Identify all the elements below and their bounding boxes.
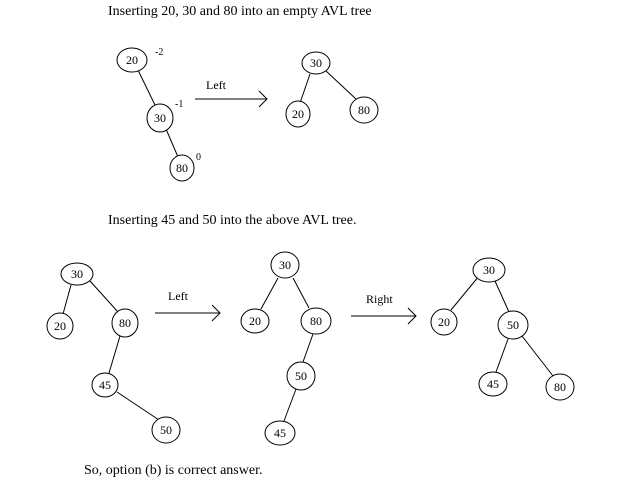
node-80-label: 80 bbox=[119, 316, 131, 330]
edge-30-20 bbox=[62, 284, 72, 315]
node-50-label: 50 bbox=[507, 318, 519, 332]
balance-factor-80: 0 bbox=[196, 152, 201, 163]
node-20-label: 20 bbox=[249, 314, 261, 328]
edge-80-50 bbox=[302, 333, 314, 363]
node-30-label: 30 bbox=[310, 56, 322, 70]
node-30 bbox=[146, 103, 174, 133]
balance-factor-30: -1 bbox=[175, 99, 183, 110]
edge-80-45 bbox=[108, 335, 121, 374]
node-50 bbox=[497, 310, 529, 340]
node-80-label: 80 bbox=[554, 380, 566, 394]
edge-30-80 bbox=[165, 128, 179, 158]
node-30-label: 30 bbox=[483, 263, 495, 277]
edge-30-80 bbox=[89, 280, 119, 313]
node-45-label: 45 bbox=[99, 378, 111, 392]
caption-insert-45-50: Inserting 45 and 50 into the above AVL t… bbox=[108, 213, 357, 228]
node-80 bbox=[349, 96, 379, 124]
node-20-label: 20 bbox=[292, 107, 304, 121]
edge-20-30 bbox=[136, 67, 156, 106]
rotation-arrow-1: Left bbox=[195, 78, 268, 108]
node-20-label: 20 bbox=[126, 53, 138, 67]
node-80-label: 80 bbox=[358, 103, 370, 117]
edge-50-45 bbox=[283, 388, 297, 422]
rotation-arrow-2: Left bbox=[155, 289, 221, 322]
rotation-label-right: Right bbox=[366, 292, 393, 306]
node-30-label: 30 bbox=[154, 111, 166, 125]
edge-30-20 bbox=[450, 275, 480, 311]
tree-4: 30 20 80 50 45 bbox=[240, 251, 332, 446]
node-80 bbox=[111, 308, 139, 338]
edge-50-45 bbox=[495, 338, 509, 373]
node-50-label: 50 bbox=[295, 369, 307, 383]
node-45 bbox=[478, 371, 508, 397]
rotation-label-left-1: Left bbox=[206, 78, 227, 92]
node-80-label: 80 bbox=[176, 161, 188, 175]
node-45 bbox=[91, 372, 119, 398]
rotation-arrow-3: Right bbox=[351, 292, 417, 325]
edge-30-80 bbox=[292, 277, 310, 309]
node-20 bbox=[430, 308, 458, 336]
edge-30-80 bbox=[325, 70, 357, 100]
node-45 bbox=[264, 420, 296, 446]
node-50 bbox=[151, 416, 181, 444]
node-80 bbox=[300, 307, 332, 335]
edge-30-50 bbox=[494, 280, 510, 313]
node-30 bbox=[301, 51, 331, 75]
node-20-label: 20 bbox=[54, 319, 66, 333]
node-80 bbox=[169, 154, 195, 182]
node-20 bbox=[285, 100, 311, 128]
node-20-label: 20 bbox=[438, 315, 450, 329]
node-30 bbox=[472, 257, 506, 283]
node-50-label: 50 bbox=[160, 423, 172, 437]
node-30 bbox=[60, 262, 94, 286]
tree-5: 30 20 50 45 80 bbox=[430, 257, 575, 401]
edge-50-80 bbox=[521, 335, 554, 377]
node-30-label: 30 bbox=[71, 267, 83, 281]
node-80-label: 80 bbox=[310, 314, 322, 328]
edge-30-20 bbox=[260, 277, 279, 310]
node-20 bbox=[240, 308, 270, 334]
caption-conclusion: So, option (b) is correct answer. bbox=[84, 463, 263, 478]
tree-1: 20 30 80 -2 -1 0 bbox=[116, 47, 201, 182]
edge-30-20 bbox=[299, 73, 311, 104]
node-30-label: 30 bbox=[279, 258, 291, 272]
tree-3: 30 20 80 45 50 bbox=[46, 262, 181, 444]
balance-factor-20: -2 bbox=[155, 47, 163, 58]
rotation-label-left-2: Left bbox=[168, 289, 189, 303]
node-30 bbox=[270, 251, 300, 279]
node-45-label: 45 bbox=[487, 377, 499, 391]
caption-insert-20-30-80: Inserting 20, 30 and 80 into an empty AV… bbox=[108, 4, 372, 19]
node-45-label: 45 bbox=[274, 426, 286, 440]
node-80 bbox=[545, 373, 575, 401]
node-50 bbox=[286, 361, 316, 391]
node-20 bbox=[46, 312, 74, 340]
tree-2: 30 20 80 bbox=[285, 51, 379, 128]
edge-45-50 bbox=[116, 391, 160, 421]
node-20 bbox=[116, 47, 148, 73]
